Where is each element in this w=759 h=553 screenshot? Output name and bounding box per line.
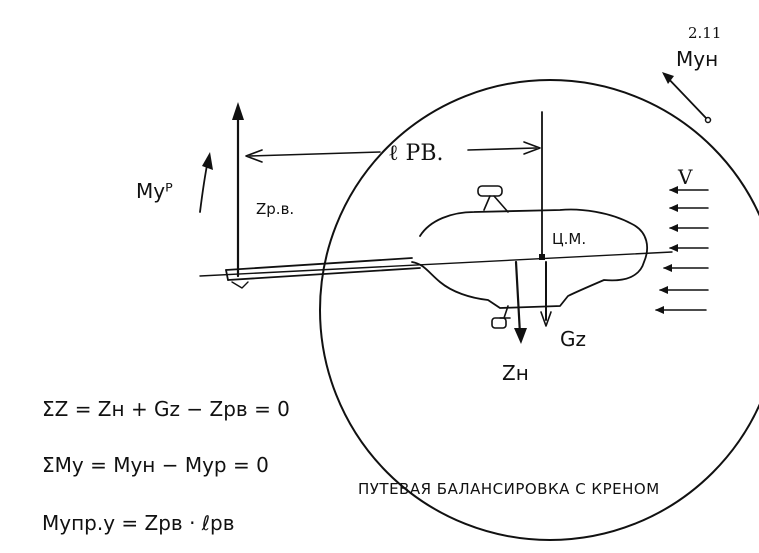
equation-sum-z: ΣZ = Zн + Gz − Zрв = 0 bbox=[42, 397, 290, 421]
l-rv-dimension-right-head bbox=[523, 141, 541, 155]
page-number: 2.11 bbox=[688, 24, 721, 42]
rotor-hub bbox=[477, 185, 503, 197]
l-rv-label: ℓ РВ. bbox=[388, 141, 444, 166]
tail-skid bbox=[231, 281, 249, 289]
gz-arrow-head bbox=[540, 311, 552, 327]
l-rv-dimension-left bbox=[249, 151, 381, 157]
landing-gear-wheel bbox=[491, 317, 507, 329]
m-un-arrow bbox=[663, 73, 707, 119]
diagram-caption: ПУТЕВАЯ БАЛАНСИРОВКА С КРЕНОМ bbox=[358, 480, 660, 498]
center-of-mass-point bbox=[539, 254, 545, 260]
tail-boom-lower bbox=[227, 267, 421, 281]
equation-sum-my: ΣMy = Mун − Mур = 0 bbox=[42, 453, 269, 477]
zn-arrow-head bbox=[514, 328, 527, 344]
m-yp-arrow-head bbox=[202, 152, 213, 170]
zn-label: Zн bbox=[502, 361, 529, 385]
tail-boom-upper bbox=[225, 257, 413, 271]
m-un-arrow-tail bbox=[704, 116, 712, 124]
gz-label: Gz bbox=[560, 327, 586, 351]
rotor-mast bbox=[483, 195, 509, 213]
z-rv-label: Zр.в. bbox=[256, 200, 294, 218]
l-rv-dimension-right bbox=[467, 147, 537, 151]
m-un-label: Mун bbox=[676, 47, 718, 71]
fuselage-outline bbox=[411, 208, 648, 309]
zn-arrow bbox=[514, 260, 522, 336]
m-yp-label: Mуᴾ bbox=[136, 179, 173, 203]
airflow-arrows bbox=[655, 186, 709, 314]
center-of-mass-label: Ц.М. bbox=[552, 230, 586, 248]
equation-m-upr: Mупр.у = Zрв · ℓрв bbox=[42, 511, 235, 535]
l-rv-dimension-left-head bbox=[245, 149, 263, 163]
rotor-disc-circle bbox=[319, 79, 759, 541]
fuselage-axis-line bbox=[199, 251, 673, 277]
m-un-arrow-head bbox=[662, 72, 674, 84]
velocity-label: V bbox=[677, 165, 693, 189]
m-yp-arrow bbox=[199, 159, 209, 213]
z-rv-arrow-head bbox=[232, 102, 244, 120]
